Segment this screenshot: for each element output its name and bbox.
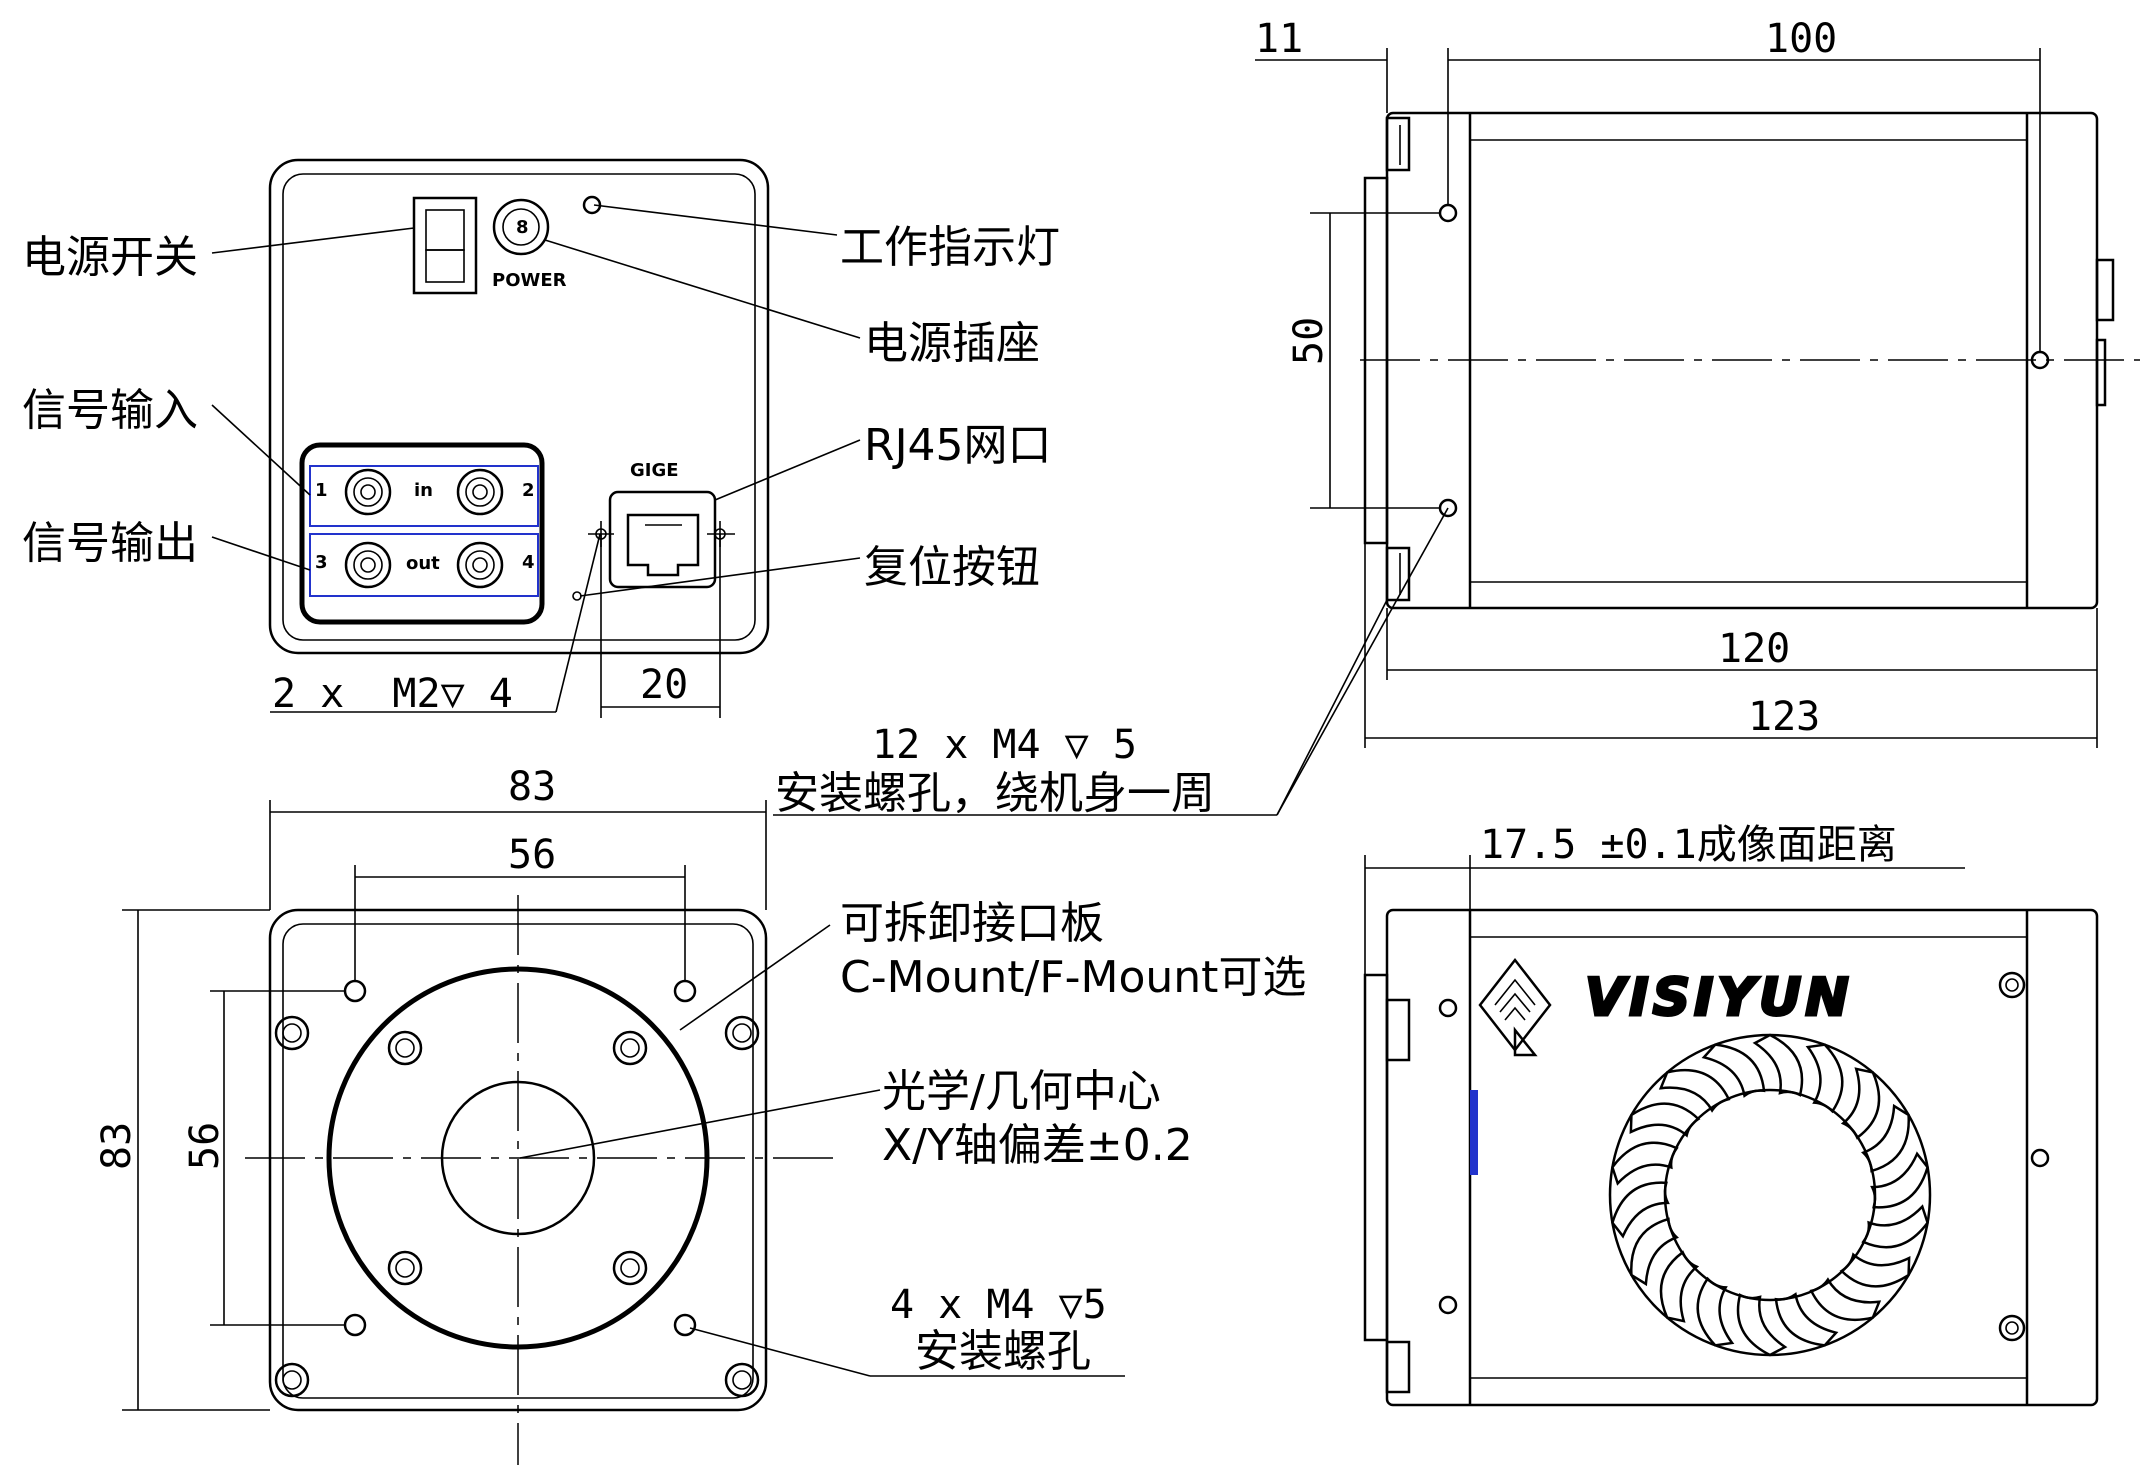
dim-11: 11 bbox=[1255, 16, 1303, 62]
in-label: in bbox=[414, 480, 433, 501]
logo-side-view: VISIYUN bbox=[1363, 908, 2099, 1407]
rear-leaders bbox=[211, 204, 861, 718]
front-holes-label-2: 安装螺孔 bbox=[915, 1326, 1091, 1377]
rear-view: 8 POWER 1 2 3 4 in out GIGE bbox=[268, 158, 770, 655]
power-switch-label: 电源开关 bbox=[22, 232, 198, 283]
center-title-label: 光学/几何中心 bbox=[882, 1066, 1161, 1117]
brand-name: VISIYUN bbox=[1585, 968, 1853, 1028]
out-label: out bbox=[406, 553, 440, 574]
dim-20: 20 bbox=[640, 662, 688, 708]
center-tolerance-label: X/Y轴偏差±0.2 bbox=[882, 1120, 1193, 1171]
mount-hole bbox=[1438, 998, 1458, 1018]
dim-120: 120 bbox=[1718, 626, 1790, 672]
mount-note-2: 安装螺孔，绕机身一周 bbox=[775, 768, 1215, 819]
screw-note: 2 x M2▽ 4 bbox=[272, 671, 513, 717]
flange-distance-label: 17.5 ±0.1成像面距离 bbox=[1480, 822, 1897, 868]
dim-83-top: 83 bbox=[508, 764, 556, 810]
gige-label: GIGE bbox=[630, 460, 679, 481]
mount-hole bbox=[2030, 1148, 2050, 1168]
port-3-label: 3 bbox=[315, 552, 328, 573]
port-1-label: 1 bbox=[315, 480, 328, 501]
removable-plate-label: 可拆卸接口板 bbox=[840, 898, 1104, 949]
power-socket-label: 电源插座 bbox=[864, 318, 1040, 369]
socket-pin-label: 8 bbox=[516, 217, 529, 238]
fan-vent-icon bbox=[1605, 1032, 1935, 1358]
rj45-port bbox=[608, 490, 717, 589]
dim-56-side: 56 bbox=[182, 1122, 228, 1170]
power-label: POWER bbox=[492, 270, 567, 291]
dim-56-top: 56 bbox=[508, 832, 556, 878]
indicator-light-label: 工作指示灯 bbox=[840, 222, 1060, 273]
dim-50: 50 bbox=[1286, 317, 1332, 365]
dim-100: 100 bbox=[1765, 16, 1837, 62]
bnc-port bbox=[344, 468, 504, 589]
mount-hole bbox=[1438, 203, 1458, 223]
side-dimensions bbox=[773, 48, 2098, 816]
port-4-label: 4 bbox=[522, 552, 535, 573]
port-2-label: 2 bbox=[522, 480, 535, 501]
rj45-label: RJ45网口 bbox=[864, 420, 1052, 471]
power-socket bbox=[492, 198, 550, 256]
plate-screw bbox=[274, 1015, 760, 1398]
signal-output-label: 信号输出 bbox=[22, 518, 198, 569]
signal-block bbox=[299, 442, 545, 625]
front-holes-label-1: 4 x M4 ▽5 bbox=[890, 1282, 1107, 1328]
mount-hole bbox=[673, 979, 697, 1003]
mount-hole bbox=[673, 1313, 697, 1337]
flange-dimension bbox=[1364, 855, 1965, 975]
dim-83-side: 83 bbox=[94, 1122, 140, 1170]
front-view bbox=[245, 895, 835, 1465]
mount-note-1: 12 x M4 ▽ 5 bbox=[872, 722, 1137, 768]
mount-options-label: C-Mount/F-Mount可选 bbox=[840, 952, 1306, 1003]
reset-button bbox=[572, 591, 582, 601]
signal-input-label: 信号输入 bbox=[22, 385, 198, 436]
side-view bbox=[1360, 111, 2140, 610]
power-switch bbox=[412, 196, 478, 295]
reset-button-label: 复位按钮 bbox=[864, 542, 1040, 593]
side-screw bbox=[1998, 971, 2026, 1342]
mount-hole bbox=[343, 979, 367, 1003]
mount-hole bbox=[1438, 1295, 1458, 1315]
brand-logo-icon bbox=[1478, 957, 1552, 1057]
front-dimensions bbox=[122, 800, 1125, 1411]
dim-123: 123 bbox=[1748, 694, 1820, 740]
mount-hole bbox=[343, 1313, 367, 1337]
